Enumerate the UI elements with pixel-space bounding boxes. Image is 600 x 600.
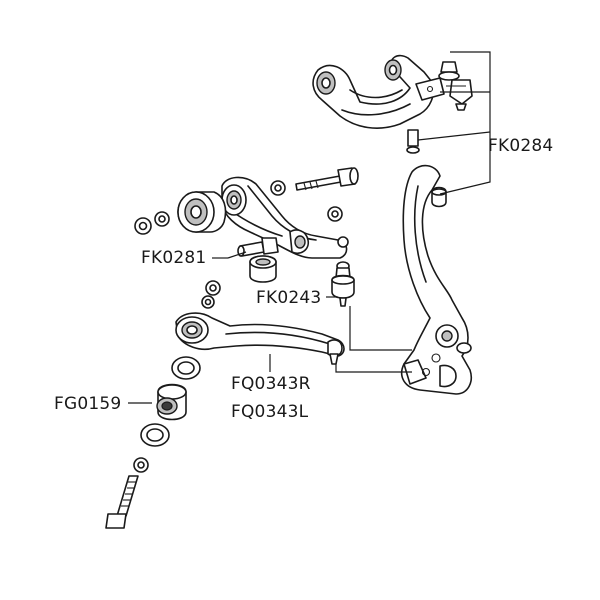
label-fk0284: FK0284 (488, 136, 554, 156)
bushing-washer-nuts (134, 211, 170, 235)
steering-knuckle (400, 164, 472, 395)
lower-rear-control-arm (221, 176, 348, 259)
ball-stud-small (237, 237, 279, 257)
lower-ball-joint (331, 236, 355, 307)
upper-arm-stud (406, 129, 420, 154)
label-fk0281: FK0281 (141, 248, 207, 268)
strut-nut (133, 457, 149, 473)
arm-end-nut (327, 206, 343, 222)
knuckle-bushing (431, 186, 447, 208)
long-bolt-nut (270, 180, 286, 196)
label-fq0343l: FQ0343L (231, 402, 309, 422)
arm-washer-stack (201, 280, 221, 309)
strut-bushing-fg0159 (156, 383, 187, 421)
leader-lines (128, 51, 491, 404)
control-arm-bushing-large (177, 191, 227, 233)
thrust-arm (175, 312, 345, 365)
upper-ball-joint (438, 61, 473, 111)
control-arm-long-bolt (295, 167, 359, 191)
label-fk0243: FK0243 (256, 288, 322, 308)
strut-bushing-upper (171, 356, 201, 380)
upper-arm-mount-plate (415, 77, 445, 101)
label-fg0159: FG0159 (54, 394, 122, 414)
small-bushing (249, 255, 277, 283)
strut-bushing-lower (140, 423, 170, 447)
upper-control-arm (312, 54, 435, 129)
label-fq0343r: FQ0343R (231, 374, 311, 394)
strut-threaded-rod (105, 475, 139, 529)
